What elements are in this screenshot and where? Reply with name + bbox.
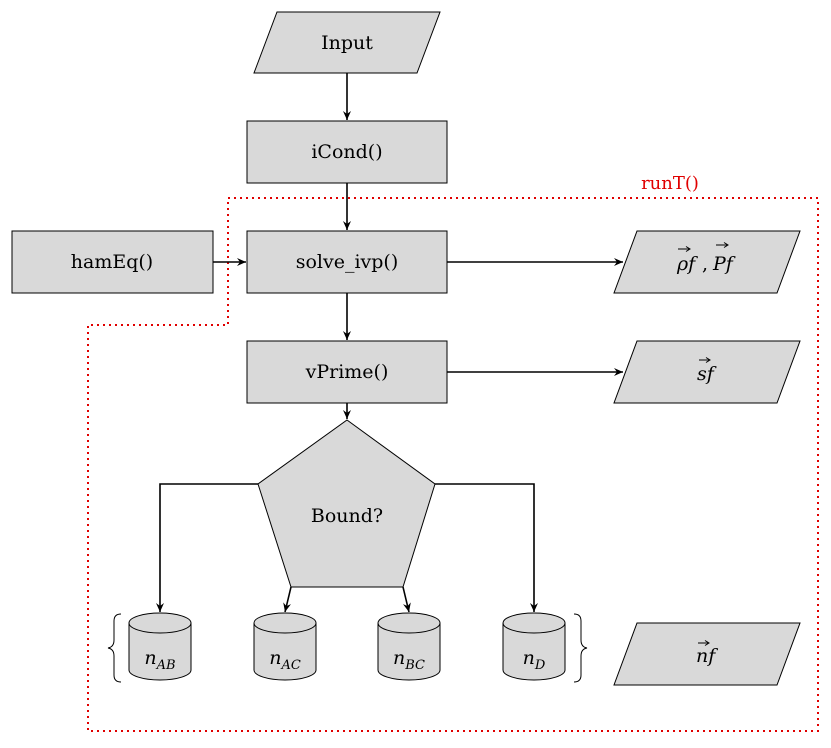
solve-ivp-label: solve_ivp()	[296, 251, 399, 273]
hameq-node[interactable]: hamEq()	[11, 230, 214, 294]
rho-f-symbol: ρf	[676, 246, 698, 275]
svg-text:nD: nD	[523, 647, 546, 673]
solve-ivp-node[interactable]: solve_ivp()	[246, 230, 448, 294]
p-vector-head	[723, 242, 729, 248]
runT-label: runT()	[641, 173, 699, 194]
edge-bound-nac	[283, 586, 292, 613]
cylinder-nac[interactable]: nAC	[253, 612, 317, 681]
vprime-label: vPrime()	[305, 361, 389, 383]
icond-label: iCond()	[311, 141, 382, 163]
cylinder-nbc[interactable]: nBC	[377, 612, 441, 681]
bound-label: Bound?	[311, 505, 383, 527]
edge-bound-nbc	[402, 586, 411, 613]
svg-text:nf: nf	[696, 645, 718, 667]
hameq-label: hamEq()	[71, 251, 153, 273]
svg-text:sf: sf	[697, 363, 717, 385]
output-n[interactable]: nf	[613, 622, 801, 686]
rho-f-text: ρf	[676, 253, 698, 275]
cyl-nab-sub: AB	[156, 658, 176, 673]
cyl-nac-base: n	[269, 647, 281, 669]
edge-bound-nab	[156, 483, 258, 612]
n-f-text: nf	[696, 645, 718, 667]
icond-node[interactable]: iCond()	[246, 120, 448, 184]
vprime-node[interactable]: vPrime()	[246, 340, 448, 404]
s-vector-head	[705, 357, 711, 363]
rho-vector-head	[685, 246, 691, 252]
svg-text:Pf: Pf	[712, 253, 736, 275]
cyl-nbc-base: n	[393, 647, 405, 669]
bound-node[interactable]: Bound?	[257, 419, 436, 588]
cyl-nd-sub: D	[534, 658, 546, 673]
cyl-nac-sub: AC	[280, 658, 300, 673]
cyl-nab-base: n	[144, 647, 156, 669]
edge-bound-nd	[435, 483, 538, 612]
s-f-text: sf	[697, 363, 717, 385]
s-f-symbol: sf	[697, 357, 717, 385]
svg-text:nBC: nBC	[393, 647, 425, 673]
output-s[interactable]: sf	[613, 340, 801, 404]
left-curly-brace	[107, 613, 122, 683]
svg-text:nAC: nAC	[269, 647, 301, 673]
svg-text:nAB: nAB	[144, 647, 175, 673]
cylinder-nd[interactable]: nD	[502, 612, 566, 681]
n-f-symbol: nf	[696, 640, 718, 667]
input-label: Input	[321, 32, 373, 54]
n-vector-head	[704, 640, 710, 646]
cylinder-nab[interactable]: nAB	[128, 612, 192, 681]
cyl-nbc-sub: BC	[404, 658, 425, 673]
cyl-nd-base: n	[523, 647, 535, 669]
comma-separator: ,	[702, 253, 708, 275]
input-node[interactable]: Input	[253, 11, 441, 74]
right-curly-brace	[573, 613, 588, 683]
p-f-text: Pf	[712, 253, 736, 275]
runT-region	[87, 197, 819, 732]
svg-text:ρf: ρf	[676, 253, 698, 275]
output-rho-p[interactable]: ρf , Pf	[613, 230, 801, 294]
p-f-symbol: Pf	[712, 242, 736, 275]
